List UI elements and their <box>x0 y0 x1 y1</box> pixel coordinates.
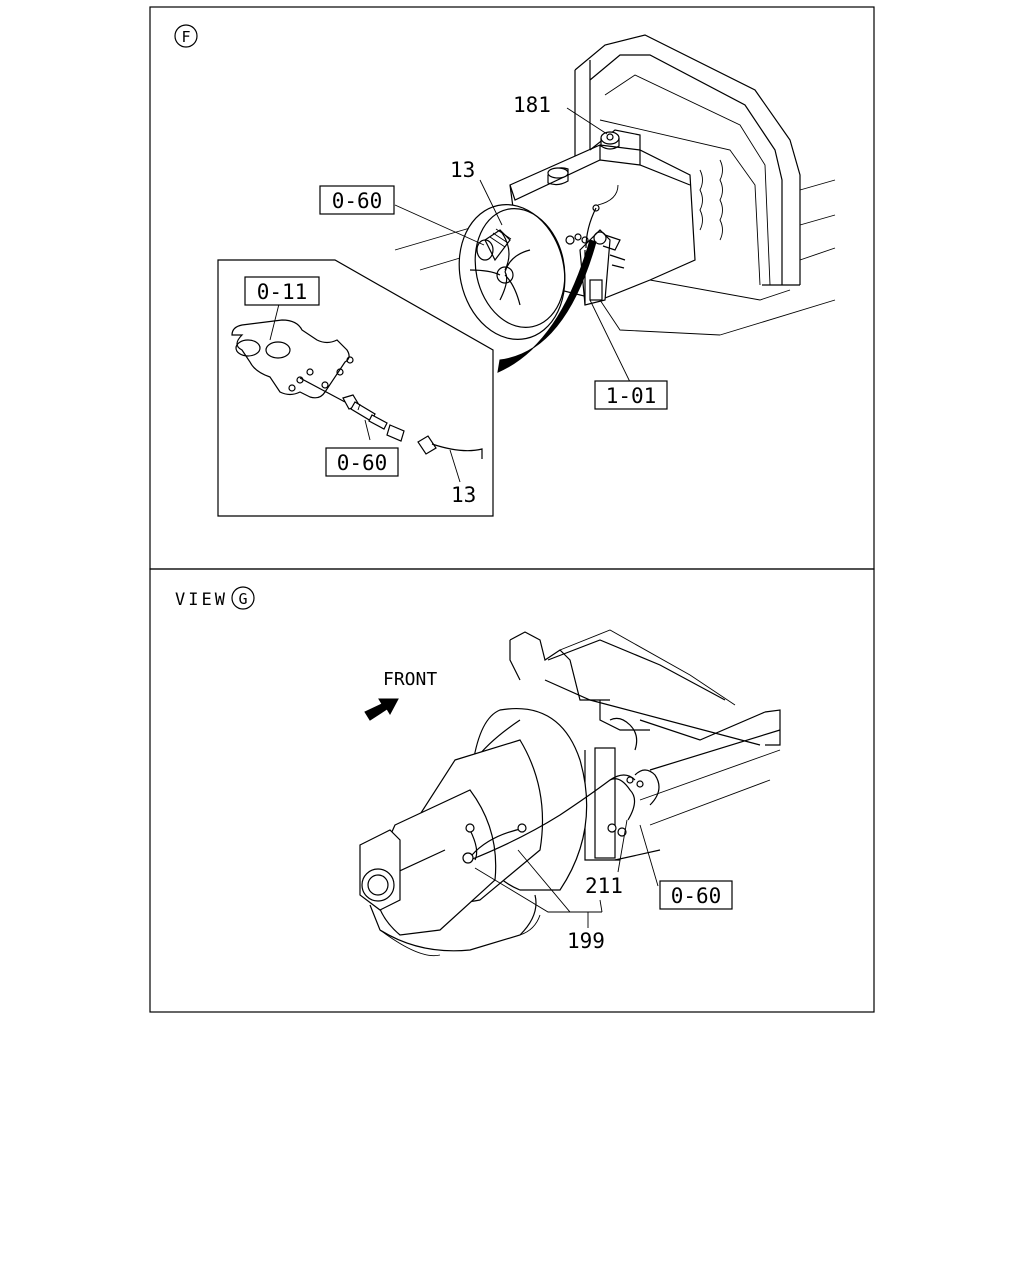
speed-sensor <box>476 228 512 262</box>
inset-pointer-arrow <box>497 239 597 373</box>
front-label: FRONT <box>383 669 437 690</box>
leader-199 <box>474 849 603 913</box>
leader-101 <box>589 299 631 383</box>
panel-f: F <box>174 24 836 517</box>
leader-060-inset <box>364 419 371 441</box>
ref-box-060-inset <box>325 447 399 477</box>
panel-g-frame <box>149 568 875 1013</box>
label-060-g: 0-60 <box>671 884 722 908</box>
panel-g: VIEW G FRONT <box>175 586 781 957</box>
ref-box-011 <box>244 276 320 306</box>
leader-060-top <box>394 204 485 246</box>
leader-181 <box>566 107 608 135</box>
leader-13-top <box>479 179 503 226</box>
panel-f-circle-marker <box>174 24 198 48</box>
bolt-181 <box>600 131 620 150</box>
label-011: 0-11 <box>257 280 308 304</box>
front-arrow-icon <box>364 698 399 721</box>
leader-211 <box>617 819 628 873</box>
leader-13-inset <box>449 449 461 483</box>
harness-wire-2 <box>597 184 619 206</box>
label-13-top: 13 <box>450 158 475 182</box>
harness-wire <box>585 207 597 249</box>
ref-box-060-top <box>319 185 395 215</box>
label-181: 181 <box>513 93 551 117</box>
inset-detail <box>217 259 494 517</box>
panel-g-circle-marker <box>231 586 255 610</box>
view-label: VIEW <box>175 590 228 610</box>
leader-060-g <box>639 824 659 887</box>
leader-011 <box>269 303 280 341</box>
label-060-top: 0-60 <box>332 189 383 213</box>
label-211: 211 <box>585 874 623 898</box>
label-199: 199 <box>567 929 605 953</box>
wiring-harness <box>462 769 660 864</box>
label-060-inset: 0-60 <box>337 451 388 475</box>
ref-box-060-g <box>659 880 733 910</box>
label-101: 1-01 <box>606 384 657 408</box>
panel-g-letter: G <box>238 590 247 608</box>
panel-f-letter: F <box>181 28 190 46</box>
transmission <box>359 708 588 957</box>
label-13-inset: 13 <box>451 483 476 507</box>
fan-assembly <box>458 204 566 340</box>
ref-box-101 <box>594 380 668 410</box>
